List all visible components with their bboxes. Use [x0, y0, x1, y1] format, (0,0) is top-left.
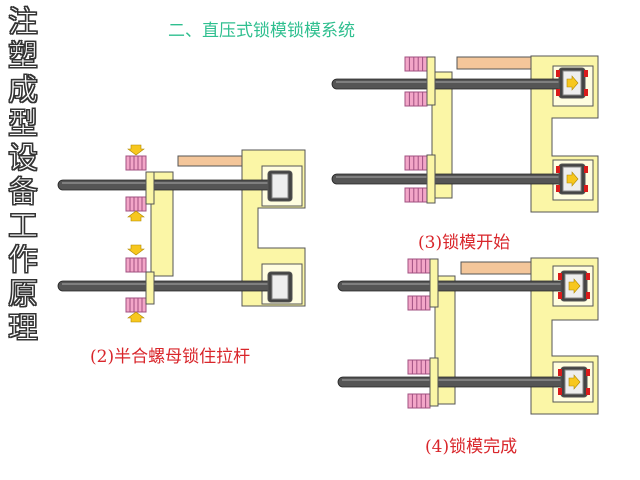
tie-bar: [57, 280, 291, 292]
moving-platen: [150, 171, 174, 277]
tie-bar: [337, 376, 576, 388]
clamp-piston: [558, 270, 590, 302]
half-nut: [404, 91, 428, 107]
tie-bar: [337, 280, 576, 292]
clamp-piston: [267, 170, 293, 202]
caption-step3: (3)锁模开始: [418, 233, 511, 253]
pressure-arrow-icon: [568, 374, 581, 390]
cylinder-rod: [456, 56, 532, 70]
half-nut: [407, 359, 431, 375]
cylinder-rod: [177, 155, 243, 167]
clamp-piston: [267, 271, 293, 303]
half-nut: [407, 295, 431, 311]
pressure-arrow-icon: [566, 171, 579, 187]
half-nut-lower-top: [125, 257, 147, 273]
page-title: 二、直压式锁模锁模系统: [168, 21, 355, 41]
clamp-piston: [556, 163, 588, 195]
tie-bar: [331, 78, 576, 90]
assembly-step4: [337, 257, 599, 415]
clamp-arrow-icon: [127, 311, 145, 323]
caption-step2: (2)半合螺母锁住拉杆: [90, 347, 251, 367]
pressure-arrow-icon: [566, 75, 579, 91]
assembly-step3: [331, 55, 599, 213]
clamp-arrow-icon: [127, 144, 145, 156]
pressure-arrow-icon: [568, 278, 581, 294]
half-nut: [404, 56, 428, 72]
cylinder-rod: [460, 261, 532, 275]
half-nut: [404, 187, 428, 203]
half-nut-lower-bottom: [125, 297, 147, 313]
assembly-step2: [57, 144, 306, 323]
moving-platen: [434, 275, 456, 405]
side-title: 注塑成型设备工作原理: [8, 5, 39, 346]
tie-bar: [331, 173, 576, 185]
half-nut-upper-bottom: [125, 196, 147, 212]
tie-bar: [57, 179, 291, 191]
half-nut: [407, 258, 431, 274]
clamp-piston: [556, 67, 588, 99]
clamp-arrow-icon: [127, 210, 145, 222]
clamp-piston: [558, 366, 590, 398]
half-nut: [404, 155, 428, 171]
half-nut-upper-top: [125, 155, 147, 171]
moving-platen: [431, 71, 453, 199]
caption-step4: (4)锁模完成: [425, 437, 518, 457]
half-nut: [407, 393, 431, 409]
clamp-arrow-icon: [127, 244, 145, 256]
